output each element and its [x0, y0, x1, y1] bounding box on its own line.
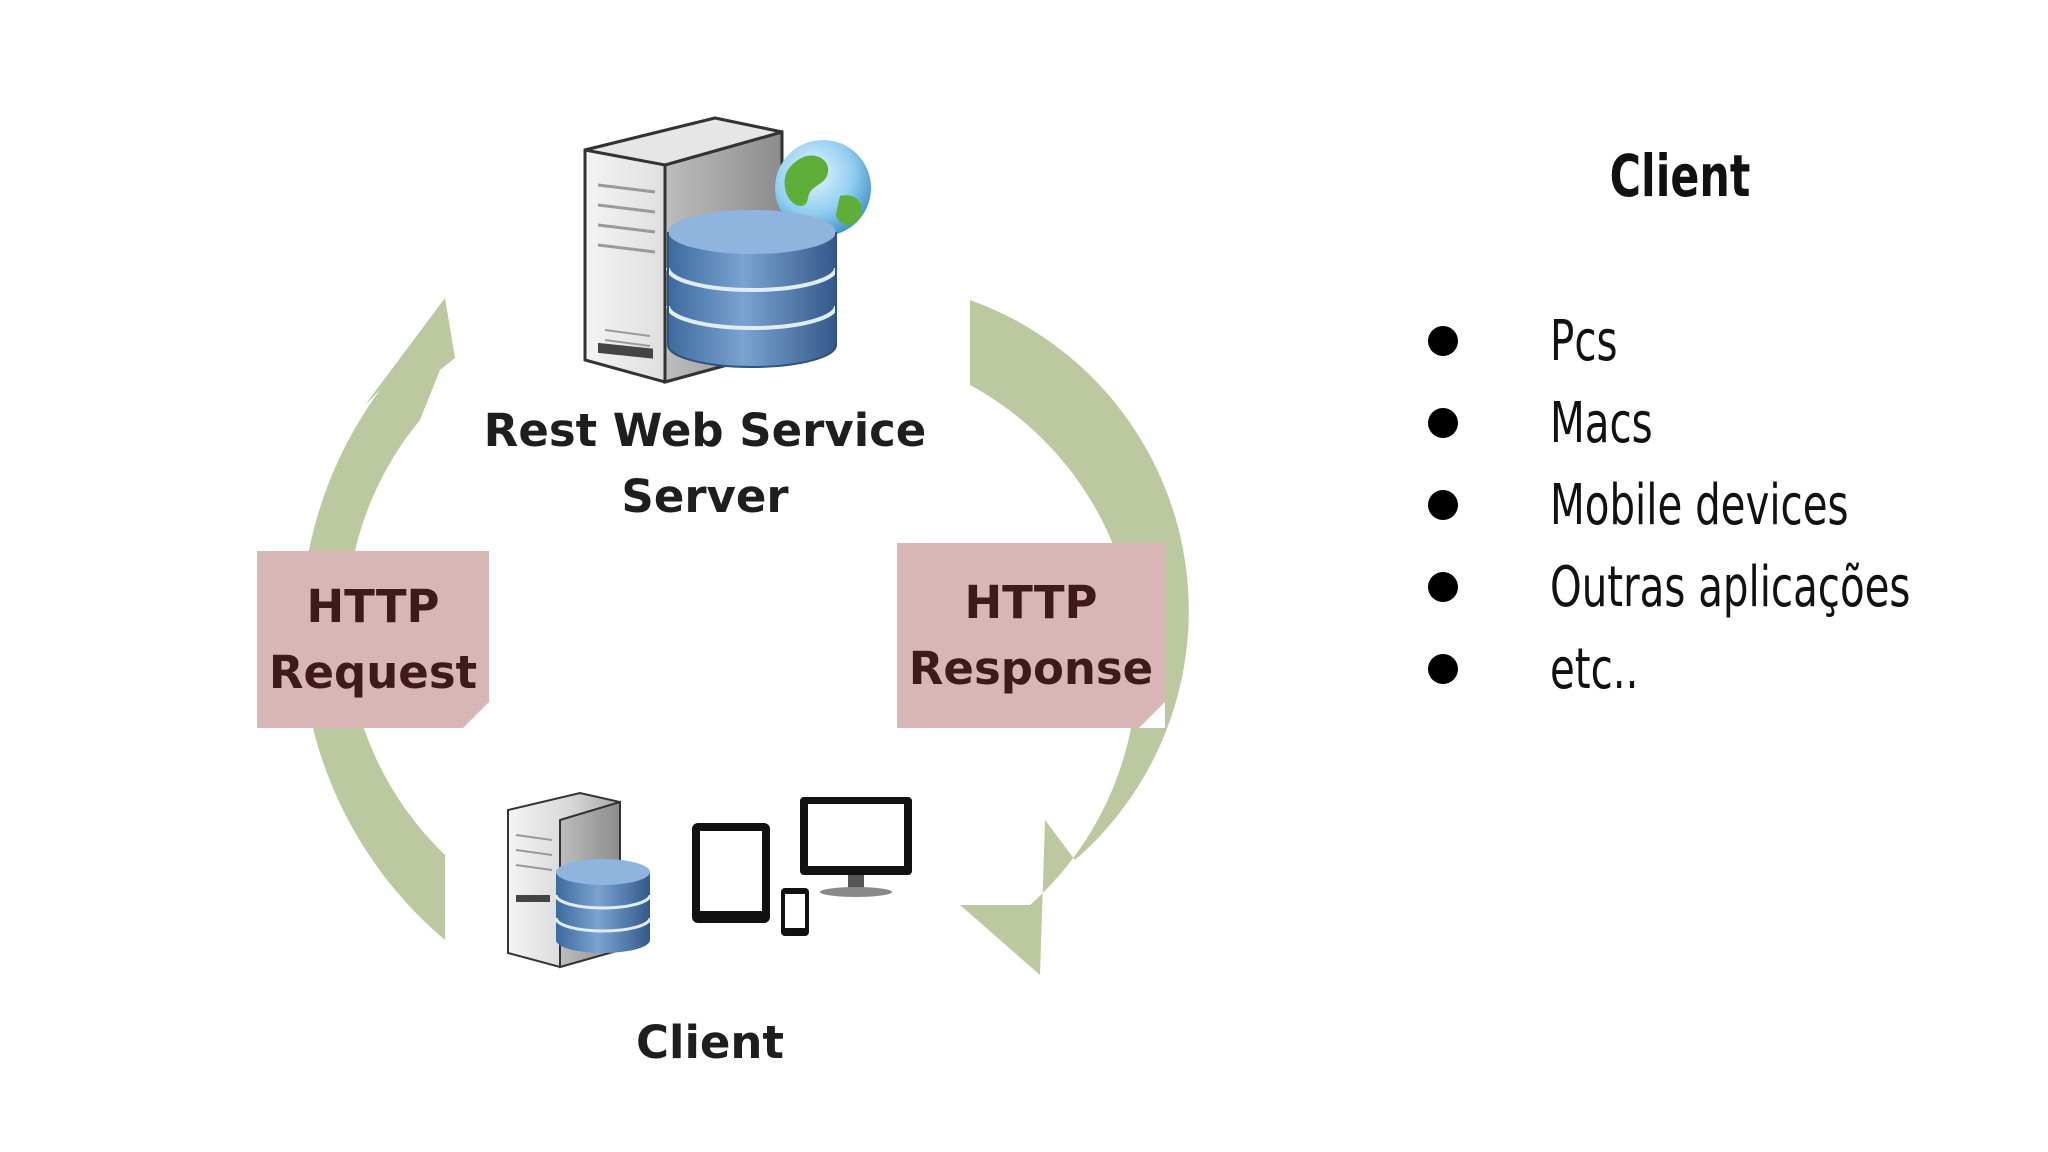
list-item: Macs	[1420, 382, 2048, 464]
request-line2: Request	[268, 645, 478, 699]
http-response-box: HTTP Response	[897, 543, 1165, 728]
list-item-text: Mobile devices	[1550, 472, 1849, 538]
bullet-icon	[1428, 326, 1458, 356]
server-label-line1: Rest Web Service	[483, 404, 927, 457]
monitor-icon	[800, 797, 912, 897]
list-item-text: etc..	[1550, 636, 1639, 702]
client-database-icon	[554, 859, 652, 953]
response-arrow	[960, 300, 1189, 975]
bullet-icon	[1428, 408, 1458, 438]
bullet-icon	[1428, 654, 1458, 684]
response-line2: Response	[908, 641, 1154, 695]
list-item-text: Outras aplicações	[1550, 554, 1911, 620]
client-label: Client	[636, 1016, 784, 1069]
request-line1: HTTP	[306, 579, 440, 633]
tablet-icon	[692, 823, 770, 923]
bullet-icon	[1428, 490, 1458, 520]
database-icon	[666, 210, 838, 368]
response-line1: HTTP	[964, 575, 1098, 629]
list-item: Pcs	[1420, 300, 2048, 382]
panel-title: Client	[1609, 142, 1751, 210]
list-item-text: Pcs	[1550, 308, 1618, 374]
list-item: etc..	[1420, 628, 2048, 710]
list-item-text: Macs	[1550, 390, 1653, 456]
globe-icon	[775, 140, 871, 236]
list-item: Mobile devices	[1420, 464, 2048, 546]
phone-icon	[781, 888, 809, 936]
client-list: Pcs Macs Mobile devices Outras aplicaçõe…	[1420, 300, 2048, 710]
bullet-icon	[1428, 572, 1458, 602]
http-request-box: HTTP Request	[257, 551, 489, 728]
server-label: Rest Web Service Server	[460, 398, 950, 530]
request-arrow	[300, 298, 455, 940]
server-label-line2: Server	[621, 470, 789, 523]
list-item: Outras aplicações	[1420, 546, 2048, 628]
